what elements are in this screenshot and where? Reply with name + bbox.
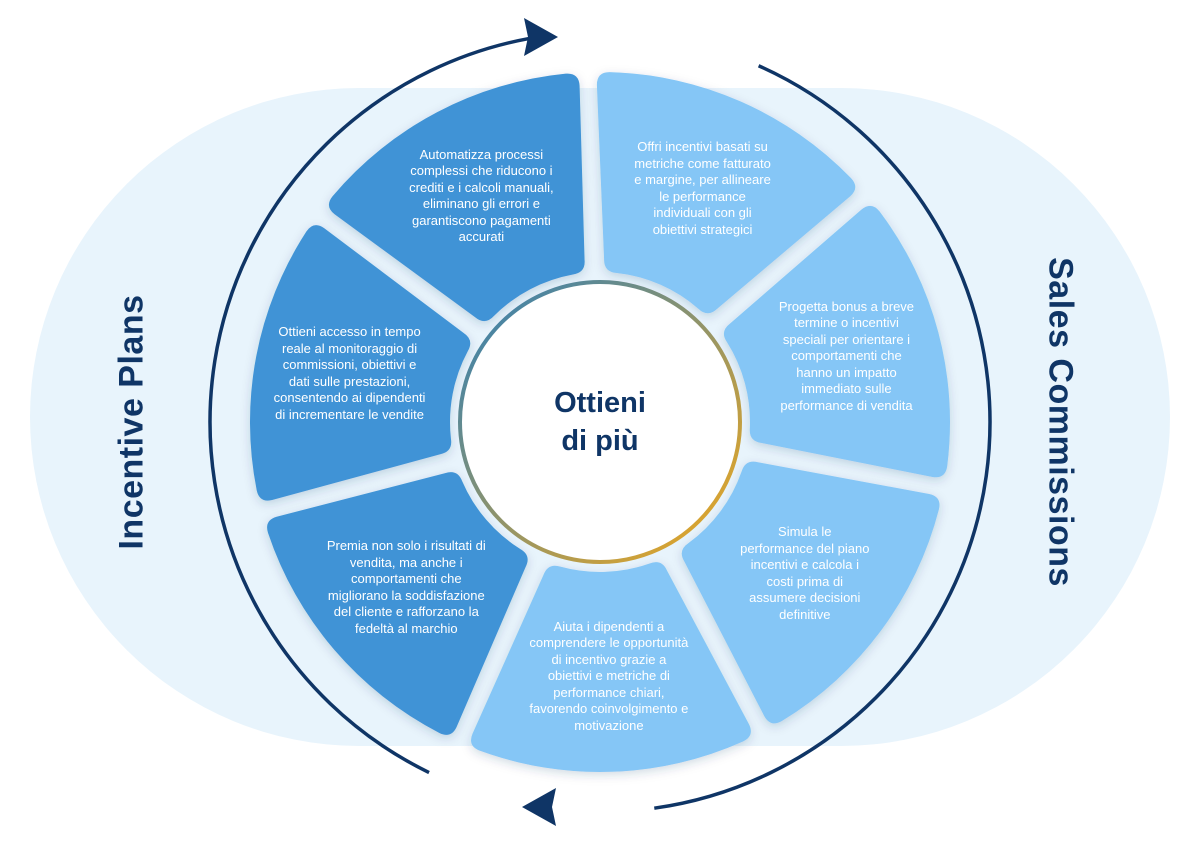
cycle-arrow-left-icon bbox=[522, 788, 556, 826]
segment-text-4: Aiuta i dipendenti a comprendere le oppo… bbox=[529, 618, 689, 733]
cycle-segment-4 bbox=[471, 562, 751, 773]
cycle-arrow-right-icon bbox=[524, 18, 558, 56]
cycle-segment-2 bbox=[723, 205, 951, 478]
outer-cycle-arc-bottom bbox=[654, 64, 992, 810]
cycle-segment-7 bbox=[328, 73, 585, 322]
segments-layer bbox=[249, 72, 951, 773]
segment-text-3: Simula le performance del piano incentiv… bbox=[740, 524, 870, 622]
cycle-segment-6 bbox=[249, 225, 471, 501]
segment-text-1: Offri incentivi basati su metriche come … bbox=[634, 139, 771, 237]
cycle-segment-5 bbox=[267, 472, 528, 735]
center-title-line1: Ottieni bbox=[554, 387, 646, 419]
center-title-line2: di più bbox=[561, 425, 639, 457]
center-circle bbox=[458, 280, 742, 564]
segment-text-7: Automatizza processi complessi che riduc… bbox=[409, 146, 554, 245]
sales-commissions-label: Sales Commissions bbox=[1041, 257, 1080, 587]
cycle-segment-1 bbox=[596, 72, 856, 314]
cycle-segment-3 bbox=[681, 461, 940, 724]
center-title: Ottieni di più bbox=[480, 384, 720, 460]
segment-text-5: Premia non solo i risultati di vendita, … bbox=[326, 538, 486, 636]
outer-cycle-arc-top bbox=[208, 34, 546, 775]
segment-text-6: Ottieni accesso in tempo reale al monito… bbox=[273, 324, 426, 422]
incentive-plans-label: Incentive Plans bbox=[112, 294, 151, 550]
segment-text-2: Progetta bonus a breve termine o incenti… bbox=[778, 298, 915, 413]
